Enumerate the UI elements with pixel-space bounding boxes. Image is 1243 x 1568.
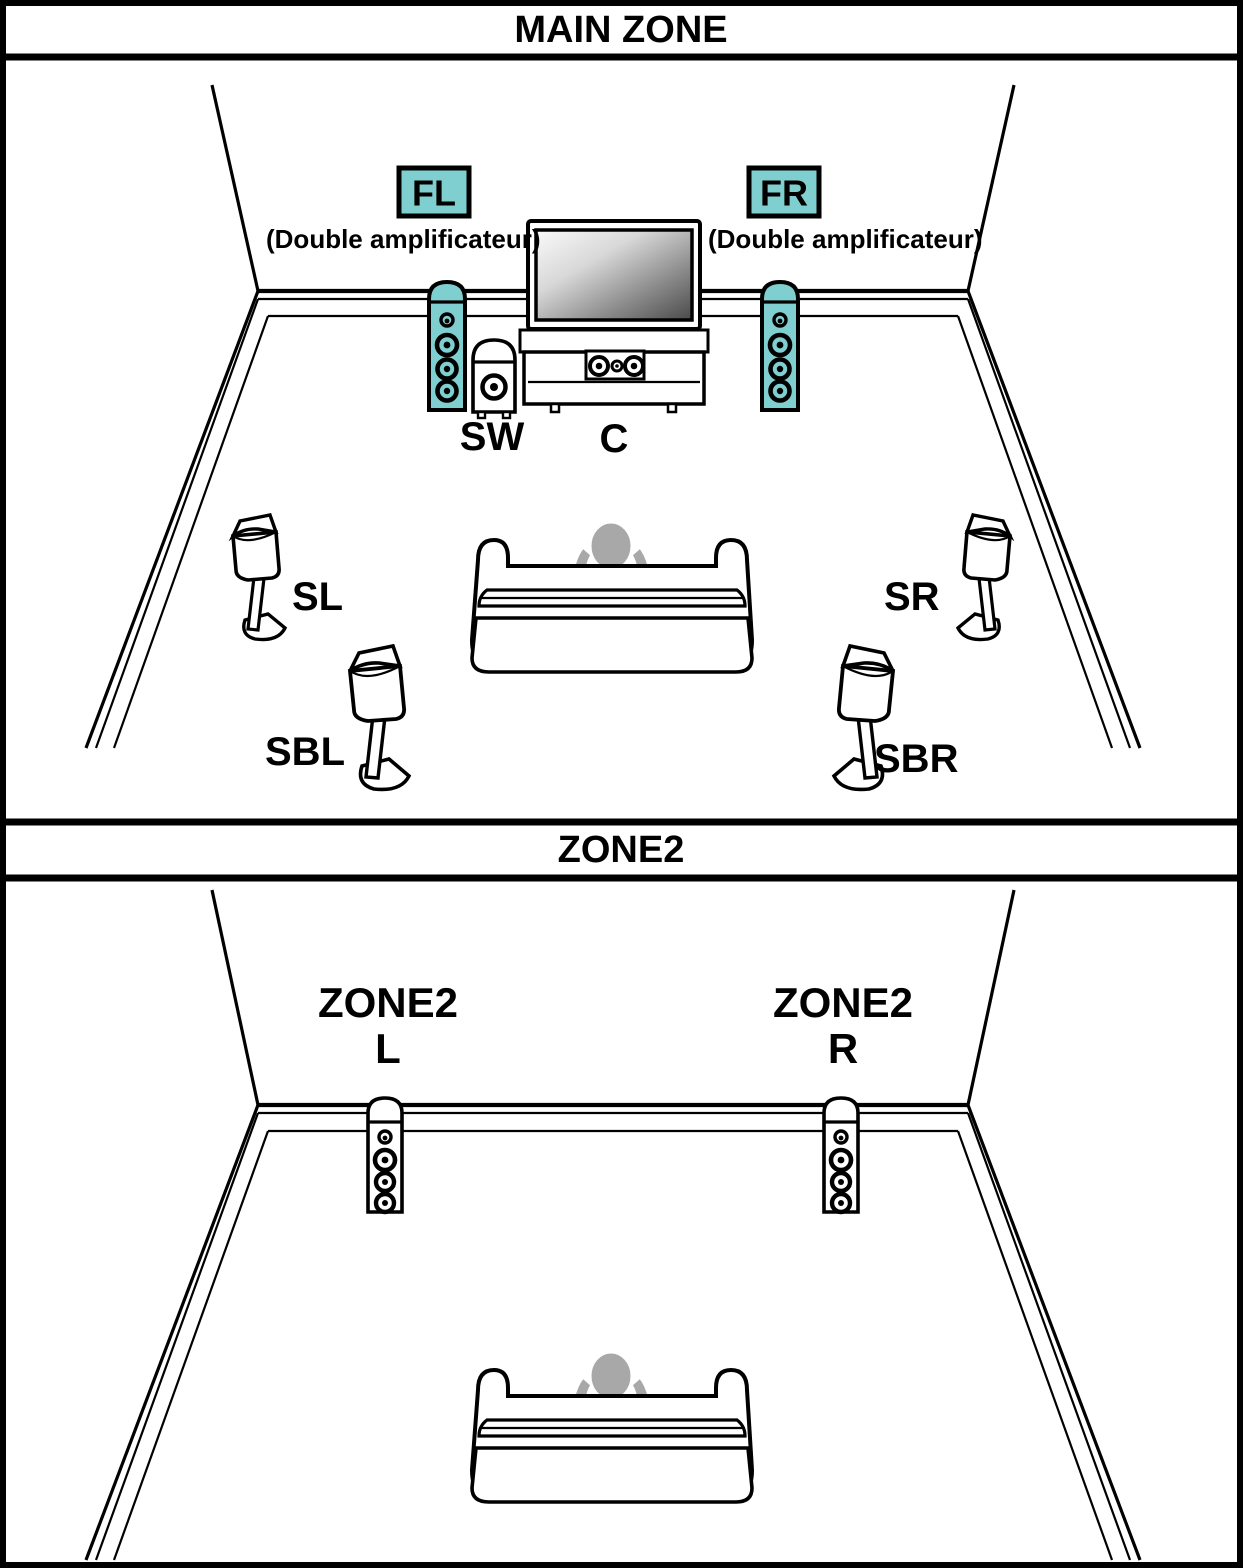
speaker-center-c <box>584 349 646 381</box>
speaker-zone2-right <box>822 1096 860 1215</box>
speaker-label-c: C <box>600 417 629 461</box>
room-corner-right-zone2 <box>966 889 1016 1106</box>
left-wall-baseboard-b-main <box>94 298 260 749</box>
speaker-label-zone2-right-line1: ZONE2 <box>773 979 913 1026</box>
left-wall-baseboard-a-main <box>84 290 260 749</box>
speaker-label-sl: SL <box>292 575 343 619</box>
speaker-surround-back-right-sbr <box>831 643 896 792</box>
left-wall-baseboard-b-zone2 <box>94 1112 260 1561</box>
left-wall-floor-line-main <box>112 315 270 749</box>
right-wall-baseboard-a-zone2 <box>966 1104 1142 1561</box>
speaker-zone2-left <box>366 1096 404 1215</box>
zone2-header: ZONE2 <box>6 818 1237 882</box>
right-wall-floor-line-main <box>956 315 1114 749</box>
main-zone-title: MAIN ZONE <box>514 9 727 51</box>
speaker-surround-back-left-sbl <box>347 643 412 792</box>
speaker-note-fr: (Double amplificateur) <box>708 224 982 254</box>
speaker-label-sbl: SBL <box>265 730 345 774</box>
left-wall-baseboard-a-zone2 <box>84 1104 260 1561</box>
speaker-label-sbr: SBR <box>874 737 959 781</box>
speaker-surround-right-sr <box>955 513 1015 642</box>
sofa-zone2 <box>469 1350 755 1504</box>
speaker-label-zone2-right-line2: R <box>828 1025 858 1072</box>
sofa-main-zone <box>469 520 755 674</box>
speaker-subwoofer-sw <box>471 338 517 420</box>
speaker-tag-fr: FR <box>746 165 822 219</box>
room-corner-right-main <box>966 84 1016 292</box>
speaker-label-sw: SW <box>460 415 525 459</box>
speaker-tag-fl: FL <box>396 165 472 219</box>
right-wall-floor-line-zone2 <box>956 1130 1114 1561</box>
main-zone-header: MAIN ZONE <box>6 6 1237 61</box>
right-wall-baseboard-a-main <box>966 290 1142 749</box>
right-wall-baseboard-b-zone2 <box>966 1112 1132 1561</box>
right-wall-baseboard-b-main <box>966 298 1132 749</box>
speaker-tag-fr-text: FR <box>760 173 808 214</box>
speaker-front-left-fl <box>427 279 467 412</box>
speaker-front-right-fr <box>760 279 800 412</box>
television <box>526 219 702 351</box>
speaker-tag-fl-text: FL <box>412 173 456 214</box>
speaker-surround-left-sl <box>228 513 288 642</box>
speaker-label-zone2-left-line1: ZONE2 <box>318 979 458 1026</box>
left-wall-floor-line-zone2 <box>112 1130 270 1561</box>
room-corner-left-main <box>210 84 260 292</box>
speaker-label-sr: SR <box>884 575 940 619</box>
zone2-title: ZONE2 <box>558 829 685 871</box>
speaker-label-zone2-left-line2: L <box>375 1025 401 1072</box>
speaker-note-fl: (Double amplificateur) <box>266 224 540 254</box>
room-corner-left-zone2 <box>210 889 260 1106</box>
